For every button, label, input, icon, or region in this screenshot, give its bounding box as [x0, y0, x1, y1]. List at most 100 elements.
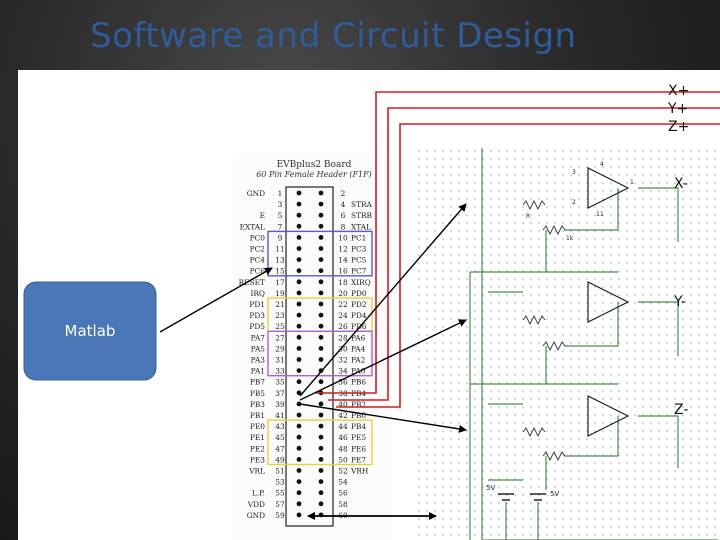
header-block: EVBplus2 Board 60 Pin Female Header (F1F…: [234, 154, 392, 540]
pin-label-right: PB6: [351, 378, 366, 387]
pin-label-left: VDD: [247, 500, 265, 509]
op-amp-y: [587, 281, 630, 323]
pin-number-right: 4: [341, 200, 346, 209]
pin-label-right: VRH: [350, 467, 369, 476]
pin-number-right: 40: [338, 400, 348, 409]
pin-label-right: PC7: [351, 267, 367, 276]
supply-1-label: 5V: [486, 484, 495, 492]
pin-number-left: 3: [278, 200, 283, 209]
label-z-plus: Z+: [668, 119, 689, 135]
header-pin: [318, 257, 324, 262]
pin-4: 4: [600, 161, 604, 168]
pin-number-left: 51: [275, 467, 284, 476]
header-pin: [318, 246, 324, 251]
pin-label-right: PA4: [351, 344, 366, 353]
pin-number-left: 57: [275, 500, 285, 509]
header-pin: [318, 468, 324, 473]
matlab-box[interactable]: Matlab: [23, 281, 157, 381]
pin-label-right: XTAL: [351, 222, 371, 231]
pin-label-left: PD1: [249, 300, 265, 309]
header-pin: [318, 235, 324, 240]
pin-label-left: PE3: [250, 455, 265, 464]
pin-label-left: PB5: [250, 389, 265, 398]
header-row-group: [267, 419, 373, 466]
wire-z-plus: [336, 123, 720, 408]
wire-x-plus: [316, 91, 720, 394]
pin-number-left: 41: [275, 411, 284, 420]
pin-number-right: 6: [341, 211, 346, 220]
pin-number-right: 54: [338, 478, 348, 487]
header-pin: [296, 445, 302, 451]
header-pin: [296, 501, 302, 507]
header-pin: [296, 190, 302, 196]
schematic-wires: [469, 148, 718, 540]
pin-number-right: 24: [338, 311, 348, 320]
pin-label-left: E: [260, 211, 265, 220]
header-pin: [296, 346, 302, 351]
header-pin: [318, 423, 324, 429]
header-pin: [296, 268, 302, 274]
pin-label-left: PA5: [251, 344, 266, 353]
header-pin: [318, 434, 324, 440]
header-pin: [318, 301, 324, 307]
matlab-label: Matlab: [65, 322, 116, 340]
pin-number-left: 55: [275, 489, 285, 498]
pin-label-right: STRA: [351, 200, 373, 209]
header-pin: [296, 290, 302, 296]
header-pin: [318, 268, 324, 274]
pin-number-right: 58: [338, 500, 348, 509]
pin-number-right: 26: [338, 322, 348, 331]
slide-title: Software and Circuit Design: [90, 16, 577, 56]
header-pin: [318, 357, 324, 362]
pin-label-left: PD3: [249, 311, 265, 320]
pin-label-right: PD4: [351, 311, 367, 320]
header-pin: [318, 501, 324, 507]
pin-number-left: 33: [275, 367, 285, 376]
pin-number-left: 39: [275, 400, 285, 409]
pin-number-right: 56: [338, 489, 348, 498]
pin-number-left: 23: [275, 311, 285, 320]
header-pin: [318, 201, 324, 207]
pin-label-left: PB1: [250, 411, 265, 420]
header-pin: [318, 290, 324, 296]
pin-label-right: STRB: [351, 211, 372, 220]
header-pin: [318, 223, 324, 229]
wire-y-plus: [328, 107, 720, 401]
pin-number-left: 11: [275, 245, 284, 254]
pin-number-right: 46: [338, 433, 348, 442]
pin-number-right: 34: [338, 367, 348, 376]
pin-label-right: PE6: [351, 444, 366, 453]
header-pin: [296, 279, 302, 285]
header-pin: [296, 223, 302, 229]
header-pin: [318, 212, 324, 218]
header-pin: [296, 412, 302, 418]
pin-label-right: PD2: [351, 300, 367, 309]
diagram-canvas: Matlab EVBplus2 Board 60 Pin Female Head…: [18, 70, 720, 540]
pin-number-left: 27: [275, 333, 285, 342]
pin-label-left: PE1: [250, 433, 265, 442]
header-pin: [318, 479, 324, 484]
header-pin: [318, 279, 324, 285]
header-pin: [296, 379, 302, 385]
label-x-minus: X-: [674, 176, 688, 192]
label-y-plus: Y+: [667, 101, 688, 117]
header-pin: [296, 246, 302, 251]
pin-label-right: PA0: [351, 367, 366, 376]
pin-number-right: 20: [338, 289, 348, 298]
pin-label-right: PB4: [351, 422, 366, 431]
pin-number-right: 14: [338, 256, 348, 265]
pin-number-right: 18: [338, 278, 348, 287]
pin-label-left: PA7: [251, 333, 266, 342]
pin-number-right: 22: [338, 300, 347, 309]
pin-number-right: 42: [338, 411, 347, 420]
pin-label-left: GND: [247, 189, 265, 198]
pin-label-left: GND: [247, 511, 265, 520]
header-pin: [296, 512, 302, 518]
pin-number-left: 5: [278, 211, 283, 220]
header-outline: [285, 186, 334, 527]
header-pin: [318, 190, 324, 196]
pin-number-left: 35: [275, 378, 285, 387]
pin-number-right: 2: [341, 189, 346, 198]
label-x-plus: X+: [668, 83, 689, 99]
schematic-grid: [413, 148, 720, 540]
